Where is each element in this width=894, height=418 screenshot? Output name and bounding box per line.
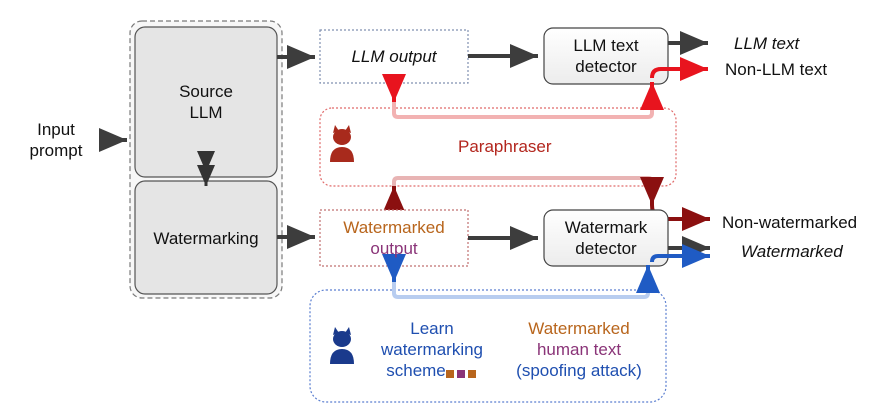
spoofing-blue-route [392, 282, 650, 299]
paraphraser-label: Paraphraser [458, 137, 552, 156]
llm-detector-label: LLM text detector [573, 36, 639, 76]
paraphraser-box [319, 107, 677, 187]
wm-detector-box [543, 209, 669, 267]
llm-detector-box [543, 27, 669, 85]
learn-scheme-label: Learn watermarking scheme [380, 319, 484, 380]
watermarked-label: Watermarked [741, 242, 843, 261]
spoofing-devil-icon [330, 327, 354, 364]
non-llm-text-arrow [650, 57, 708, 81]
non-llm-text-label: Non-LLM text [725, 60, 828, 79]
paraphraser-devil-icon [330, 125, 354, 162]
watermarking-label: Watermarking [153, 229, 259, 248]
spoofing-attack-label: Watermarked human text (spoofing attack) [516, 319, 642, 380]
llm-output-label: LLM output [351, 47, 437, 66]
wm-detector-label: Watermark detector [564, 218, 648, 258]
llm-text-label: LLM text [734, 34, 800, 53]
input-prompt-label: Input prompt [29, 120, 83, 160]
source-llm-label: Source LLM [179, 82, 233, 122]
spoofing-box [309, 289, 667, 403]
paraphraser-red-route [392, 101, 654, 119]
watermarked-output-label: Watermarked output [343, 218, 445, 258]
non-watermarked-label: Non-watermarked [722, 213, 858, 232]
watermarked-blue-arrow [650, 244, 710, 268]
watermark-color-squares [446, 370, 476, 378]
